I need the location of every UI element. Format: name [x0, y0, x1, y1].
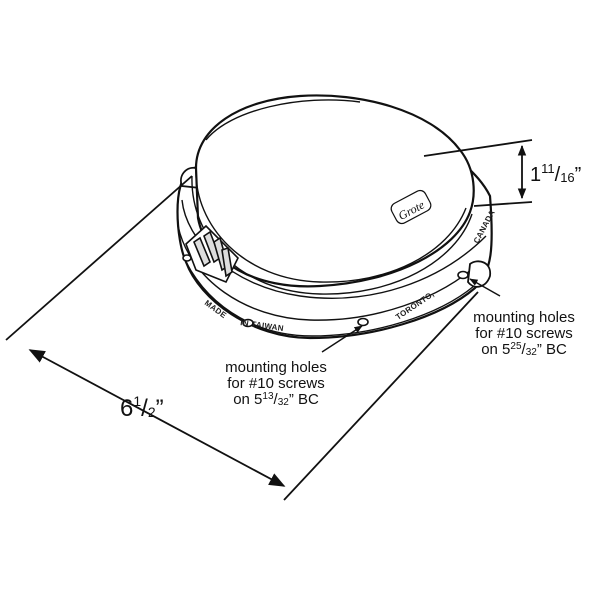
- note-inner-mounting-holes: mounting holes for #10 screws on 513/32”…: [208, 359, 344, 409]
- note-outer-line1: mounting holes: [473, 309, 575, 326]
- height-dimension: [423, 139, 533, 207]
- mounting-hole-right: [457, 270, 469, 280]
- width-dimension-line: [28, 349, 286, 487]
- height-extension-bottom: [473, 201, 533, 207]
- leader-outer: [469, 278, 501, 297]
- width-dimension: [5, 175, 479, 501]
- leader-inner: [321, 325, 363, 353]
- note-outer-line2: for #10 screws: [475, 325, 573, 343]
- dome-lens: [194, 94, 475, 288]
- vent-block: [185, 224, 239, 284]
- mounting-tab-right: [467, 260, 491, 288]
- mounting-hole-front: [357, 317, 369, 327]
- height-label: 111/16”: [530, 161, 582, 186]
- width-extension-left: [5, 175, 193, 341]
- callout-leaders: [321, 278, 501, 353]
- note-outer-mounting-holes: mounting holes for #10 screws on 525/32”…: [462, 309, 586, 359]
- width-extension-right: [283, 291, 479, 501]
- note-outer-line3: on 525/32” BC: [481, 341, 567, 359]
- grote-logo: Grote: [390, 189, 432, 225]
- width-label: 61/2”: [120, 393, 164, 422]
- mounting-holes: [182, 254, 469, 328]
- note-inner-line1: mounting holes: [225, 359, 327, 376]
- height-extension-top: [423, 139, 533, 157]
- note-inner-line2: for #10 screws: [227, 375, 325, 393]
- note-inner-line3: on 513/32” BC: [233, 391, 319, 409]
- mounting-hole-left: [242, 318, 254, 328]
